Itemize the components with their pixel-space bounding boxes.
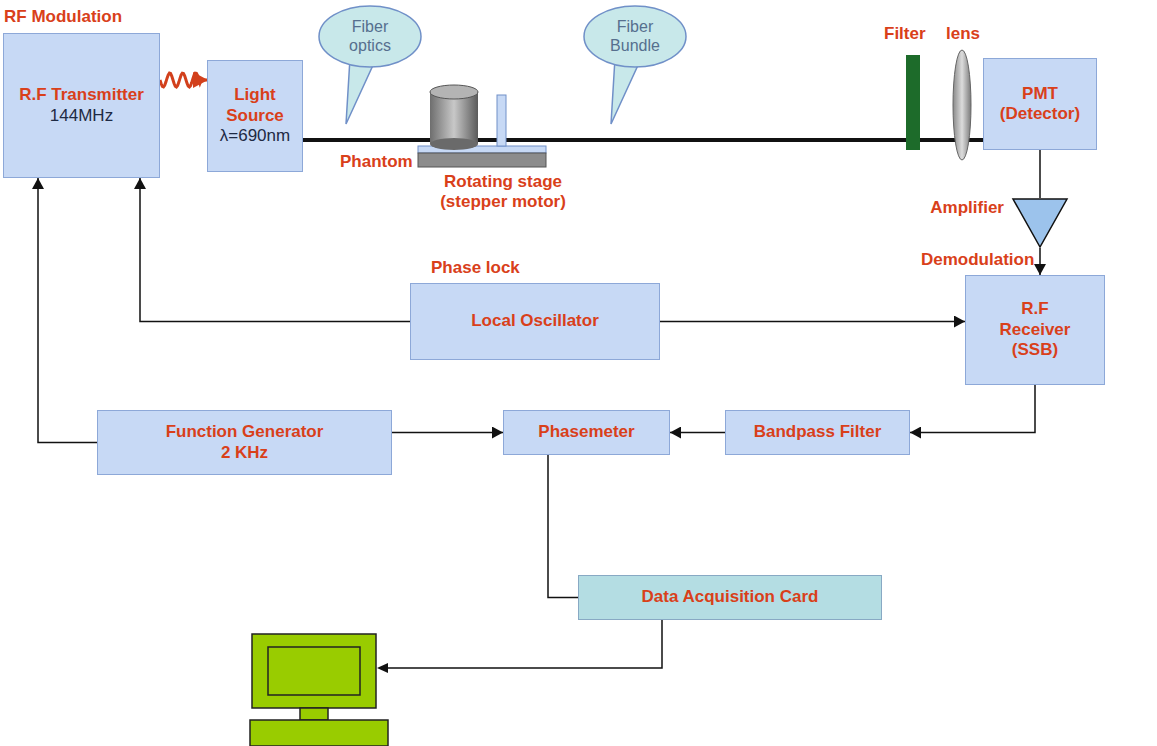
callout-text: Fiber Bundle [605, 17, 665, 55]
signal-wire [548, 455, 578, 598]
box-title: Phasemeter [538, 422, 634, 442]
box-title: Function Generator 2 KHz [162, 422, 327, 463]
optical-fiber [300, 138, 990, 142]
box-title: Light Source [219, 85, 291, 126]
block-heading: Amplifier [930, 198, 1004, 218]
frequency-value: 144MHz [50, 106, 113, 126]
part-label: Filter [884, 24, 926, 44]
process-box: Function Generator 2 KHz [97, 410, 392, 475]
callout-tail [346, 58, 374, 124]
block-heading: RF Modulation [4, 7, 122, 27]
callout-bubble: Fiber optics [318, 5, 422, 68]
box-title: Data Acquisition Card [642, 587, 819, 607]
fiber-holder [497, 95, 506, 146]
wavelength-value: λ=690nm [220, 126, 290, 146]
computer-stand [300, 708, 328, 720]
box-title: Bandpass Filter [754, 422, 882, 442]
signal-wire [910, 385, 1035, 433]
part-label: Phantom [340, 152, 413, 172]
process-box: Local OscillatorPhase lock [410, 283, 660, 360]
data-wire [386, 620, 662, 668]
signal-wire [670, 432, 725, 434]
callout-tail [611, 58, 639, 124]
box-title: Local Oscillator [471, 311, 599, 331]
process-box: PMT (Detector) [983, 58, 1097, 150]
amplifier-triangle [1012, 198, 1068, 248]
signal-wire [392, 432, 503, 434]
rotating-stage [418, 153, 546, 167]
process-box: R.F Transmitter144MHzRF Modulation [3, 33, 160, 178]
process-box: R.F Receiver (SSB)Demodulation [965, 275, 1105, 385]
lens-symbol [953, 50, 971, 160]
callout-text: Fiber optics [340, 17, 400, 55]
process-box: Light Sourceλ=690nm [207, 60, 303, 172]
computer-screen [268, 647, 360, 695]
process-box: Data Acquisition Card [578, 575, 882, 620]
process-box: Phasemeter [503, 410, 670, 455]
bubble-outline [583, 5, 687, 68]
rf-signal-wave [160, 73, 207, 87]
signal-wire [38, 178, 97, 443]
phantom-base [430, 138, 478, 150]
amplifier-symbol: Amplifier [1012, 198, 1068, 248]
bubble-outline [318, 5, 422, 68]
arrow-head [377, 663, 388, 673]
computer-base [250, 720, 388, 746]
process-box: Bandpass Filter [725, 410, 910, 455]
callout-bubble: Fiber Bundle [583, 5, 687, 68]
signal-wire [660, 321, 965, 323]
optical-filter [906, 55, 920, 150]
box-title: R.F Transmitter [19, 85, 144, 105]
block-heading: Demodulation [921, 250, 1034, 270]
phantom-top [430, 85, 478, 99]
part-label: Rotating stage (stepper motor) [428, 172, 578, 213]
part-label: lens [946, 24, 980, 44]
signal-wire [1039, 248, 1041, 275]
box-title: PMT (Detector) [995, 84, 1085, 125]
signal-wire [1039, 150, 1041, 198]
phantom-cylinder [430, 92, 478, 144]
block-heading: Phase lock [431, 258, 520, 278]
computer-monitor [252, 634, 376, 708]
signal-wire [140, 178, 410, 322]
box-title: R.F Receiver (SSB) [995, 299, 1075, 360]
